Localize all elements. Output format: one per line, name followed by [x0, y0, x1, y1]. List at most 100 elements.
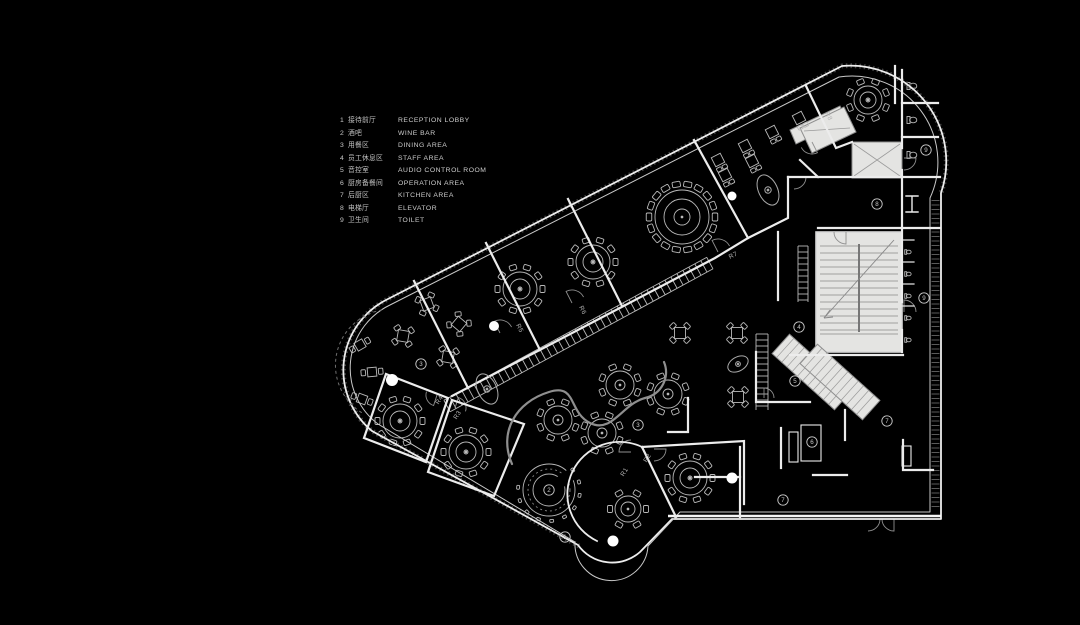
toilet-fixture	[906, 151, 918, 159]
legend-num: 1	[340, 117, 344, 124]
outer-wall	[342, 64, 948, 564]
door-swing	[867, 518, 881, 532]
marker-audio: 5	[789, 375, 801, 387]
door-swing	[565, 289, 585, 304]
legend-en: RECEPTION LOBBY	[398, 117, 470, 124]
toilet-fixture	[904, 249, 912, 255]
marker-label: 9	[924, 147, 928, 154]
area-markers: 1 2 3 3 4 5 6 7 7 8	[415, 144, 932, 543]
door-swing	[833, 231, 847, 245]
room-tag-r1: R1	[619, 467, 630, 478]
room-tag-r4: R4	[434, 395, 445, 406]
legend-zh: 厨房备餐间	[348, 179, 383, 187]
legend-zh: 卫生间	[348, 217, 369, 225]
round-table	[440, 427, 492, 477]
door-swing	[454, 396, 467, 412]
marker-label: 1	[563, 534, 567, 541]
marker-wine-bar: 2	[543, 484, 555, 496]
door-swing	[903, 299, 917, 313]
marker-dining-a: 3	[415, 358, 427, 370]
legend-en: AUDIO CONTROL ROOM	[398, 167, 487, 175]
round-table	[646, 372, 690, 416]
door-swing	[618, 439, 632, 453]
staff-table-2	[717, 167, 736, 188]
legend-num: 2	[340, 129, 344, 137]
room-tag-r6: R6	[577, 305, 587, 316]
marker-toilet-a: 9	[920, 144, 932, 156]
round-table	[374, 396, 426, 446]
legend-en: WINE BAR	[398, 129, 436, 137]
staff-table-2	[737, 138, 756, 159]
room-tag-r5: R5	[514, 323, 524, 334]
legend-num: 5	[340, 167, 344, 175]
legend-en: OPERATION AREA	[398, 179, 465, 187]
round-table	[567, 237, 619, 287]
stair-treads	[820, 239, 898, 335]
decor-layer	[334, 174, 780, 547]
toilet-fixture	[904, 293, 912, 299]
door-swing	[653, 448, 667, 462]
staff-table-2	[744, 153, 763, 174]
legend-zh: 酒吧	[348, 129, 362, 137]
legend-en: DINING AREA	[398, 142, 448, 150]
marker-label: 7	[885, 418, 889, 425]
door-swing	[903, 157, 917, 171]
building-outline	[340, 63, 949, 582]
marker-label: 5	[793, 378, 797, 385]
booth-table	[360, 366, 384, 378]
structural-column	[386, 191, 738, 547]
legend-zh: 接待前厅	[348, 117, 376, 124]
square-table-4	[669, 322, 691, 344]
marker-operation: 6	[806, 436, 818, 448]
marker-staff: 4	[793, 321, 805, 333]
marker-label: 3	[419, 361, 423, 368]
planter-oval	[475, 174, 780, 405]
door-swing	[793, 176, 807, 190]
marker-reception: 1	[559, 531, 571, 543]
serpentine-partition	[506, 360, 668, 466]
room-tags: R1 R2 R3 R4 R5 R6 R7 R8	[434, 111, 833, 478]
banquette-ladder	[797, 245, 809, 302]
round-table	[536, 398, 580, 442]
marker-kitchen-a: 7	[881, 415, 893, 427]
legend-num: 7	[340, 192, 344, 200]
interior-walls	[362, 64, 942, 543]
door-swing	[425, 391, 438, 407]
marker-label: 7	[781, 497, 785, 504]
toilet-fixture	[906, 116, 918, 124]
marker-label: 9	[922, 295, 926, 302]
door-swing	[881, 518, 895, 532]
legend-zh: 员工休息区	[348, 154, 383, 162]
door-swing	[800, 141, 819, 155]
square-table-4	[446, 311, 472, 337]
legend-zh: 音控室	[348, 167, 369, 175]
legend-zh: 后厨区	[348, 192, 369, 200]
marker-elevator: 8	[871, 198, 883, 210]
round-table	[494, 264, 546, 314]
legend-num: 6	[340, 179, 344, 187]
legend-en: ELEVATOR	[398, 204, 438, 212]
banquette-ladder	[755, 333, 769, 410]
marker-label: 4	[797, 324, 801, 331]
room-tag-r2: R2	[642, 453, 653, 464]
room-tag-r3: R3	[452, 410, 463, 421]
staff-table-2	[764, 124, 783, 145]
room-tag-r7: R7	[728, 250, 739, 260]
lobby-dashed-arc	[334, 309, 383, 415]
inner-wall	[349, 75, 939, 582]
square-table-4	[414, 291, 440, 317]
square-table-4	[726, 322, 748, 344]
marker-label: 6	[810, 439, 814, 446]
round-table	[846, 78, 890, 122]
toilet-fixture	[904, 337, 912, 343]
legend-en: STAFF AREA	[398, 154, 445, 162]
legend-zh: 电梯厅	[348, 204, 369, 212]
legend-item: 2 酒吧 WINE BAR	[340, 127, 486, 140]
legend-num: 3	[340, 142, 344, 150]
